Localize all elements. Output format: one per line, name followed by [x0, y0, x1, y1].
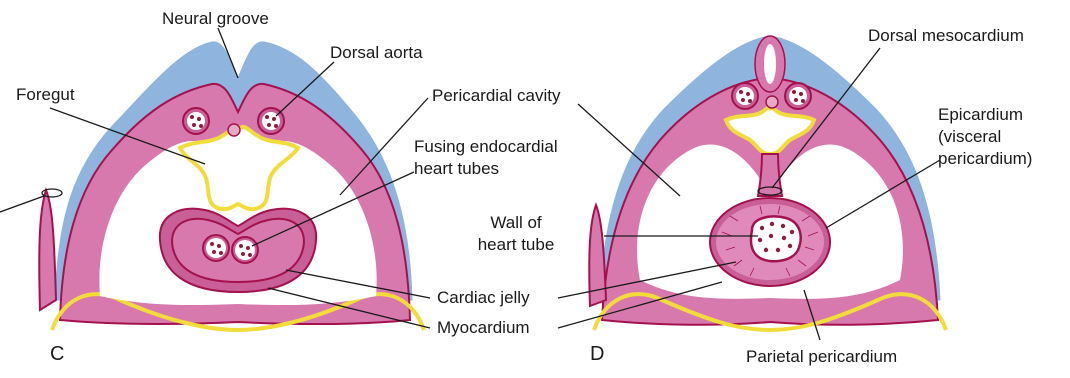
label-parietal-pericardium: Parietal pericardium — [746, 347, 897, 366]
notochord-c — [228, 124, 240, 136]
label-myocardium: Myocardium — [437, 318, 530, 337]
label-wall-1: Wall of — [490, 213, 542, 232]
neural-canal-d — [764, 44, 776, 84]
label-dorsal-mesocardium: Dorsal mesocardium — [868, 26, 1024, 45]
dorsal-mesocardium-stalk-d — [758, 154, 782, 196]
label-epicardium-3: pericardium) — [938, 149, 1032, 168]
label-neural-groove: Neural groove — [162, 9, 269, 28]
label-cardiac-jelly: Cardiac jelly — [437, 288, 530, 307]
endocardial-tube-left-lumen-c — [206, 238, 226, 258]
label-foregut: Foregut — [16, 85, 75, 104]
notochord-d — [766, 96, 778, 108]
label-dorsal-aorta: Dorsal aorta — [330, 43, 423, 62]
panel-letter-c: C — [50, 343, 64, 365]
panel-d-section — [589, 36, 946, 330]
label-fusing-tubes-2: heart tubes — [414, 159, 499, 178]
label-pericardial-cavity: Pericardial cavity — [432, 86, 561, 105]
label-epicardium-2: (visceral — [938, 127, 1001, 146]
panel-letter-d: D — [590, 343, 604, 365]
body-wall-left-edge-c — [39, 190, 56, 310]
endocardial-tube-right-lumen-c — [235, 240, 255, 260]
label-epicardium-1: Epicardium — [938, 105, 1023, 124]
label-wall-2: heart tube — [478, 235, 555, 254]
label-fusing-tubes-1: Fusing endocardial — [414, 137, 558, 156]
panel-c-section — [39, 42, 424, 330]
